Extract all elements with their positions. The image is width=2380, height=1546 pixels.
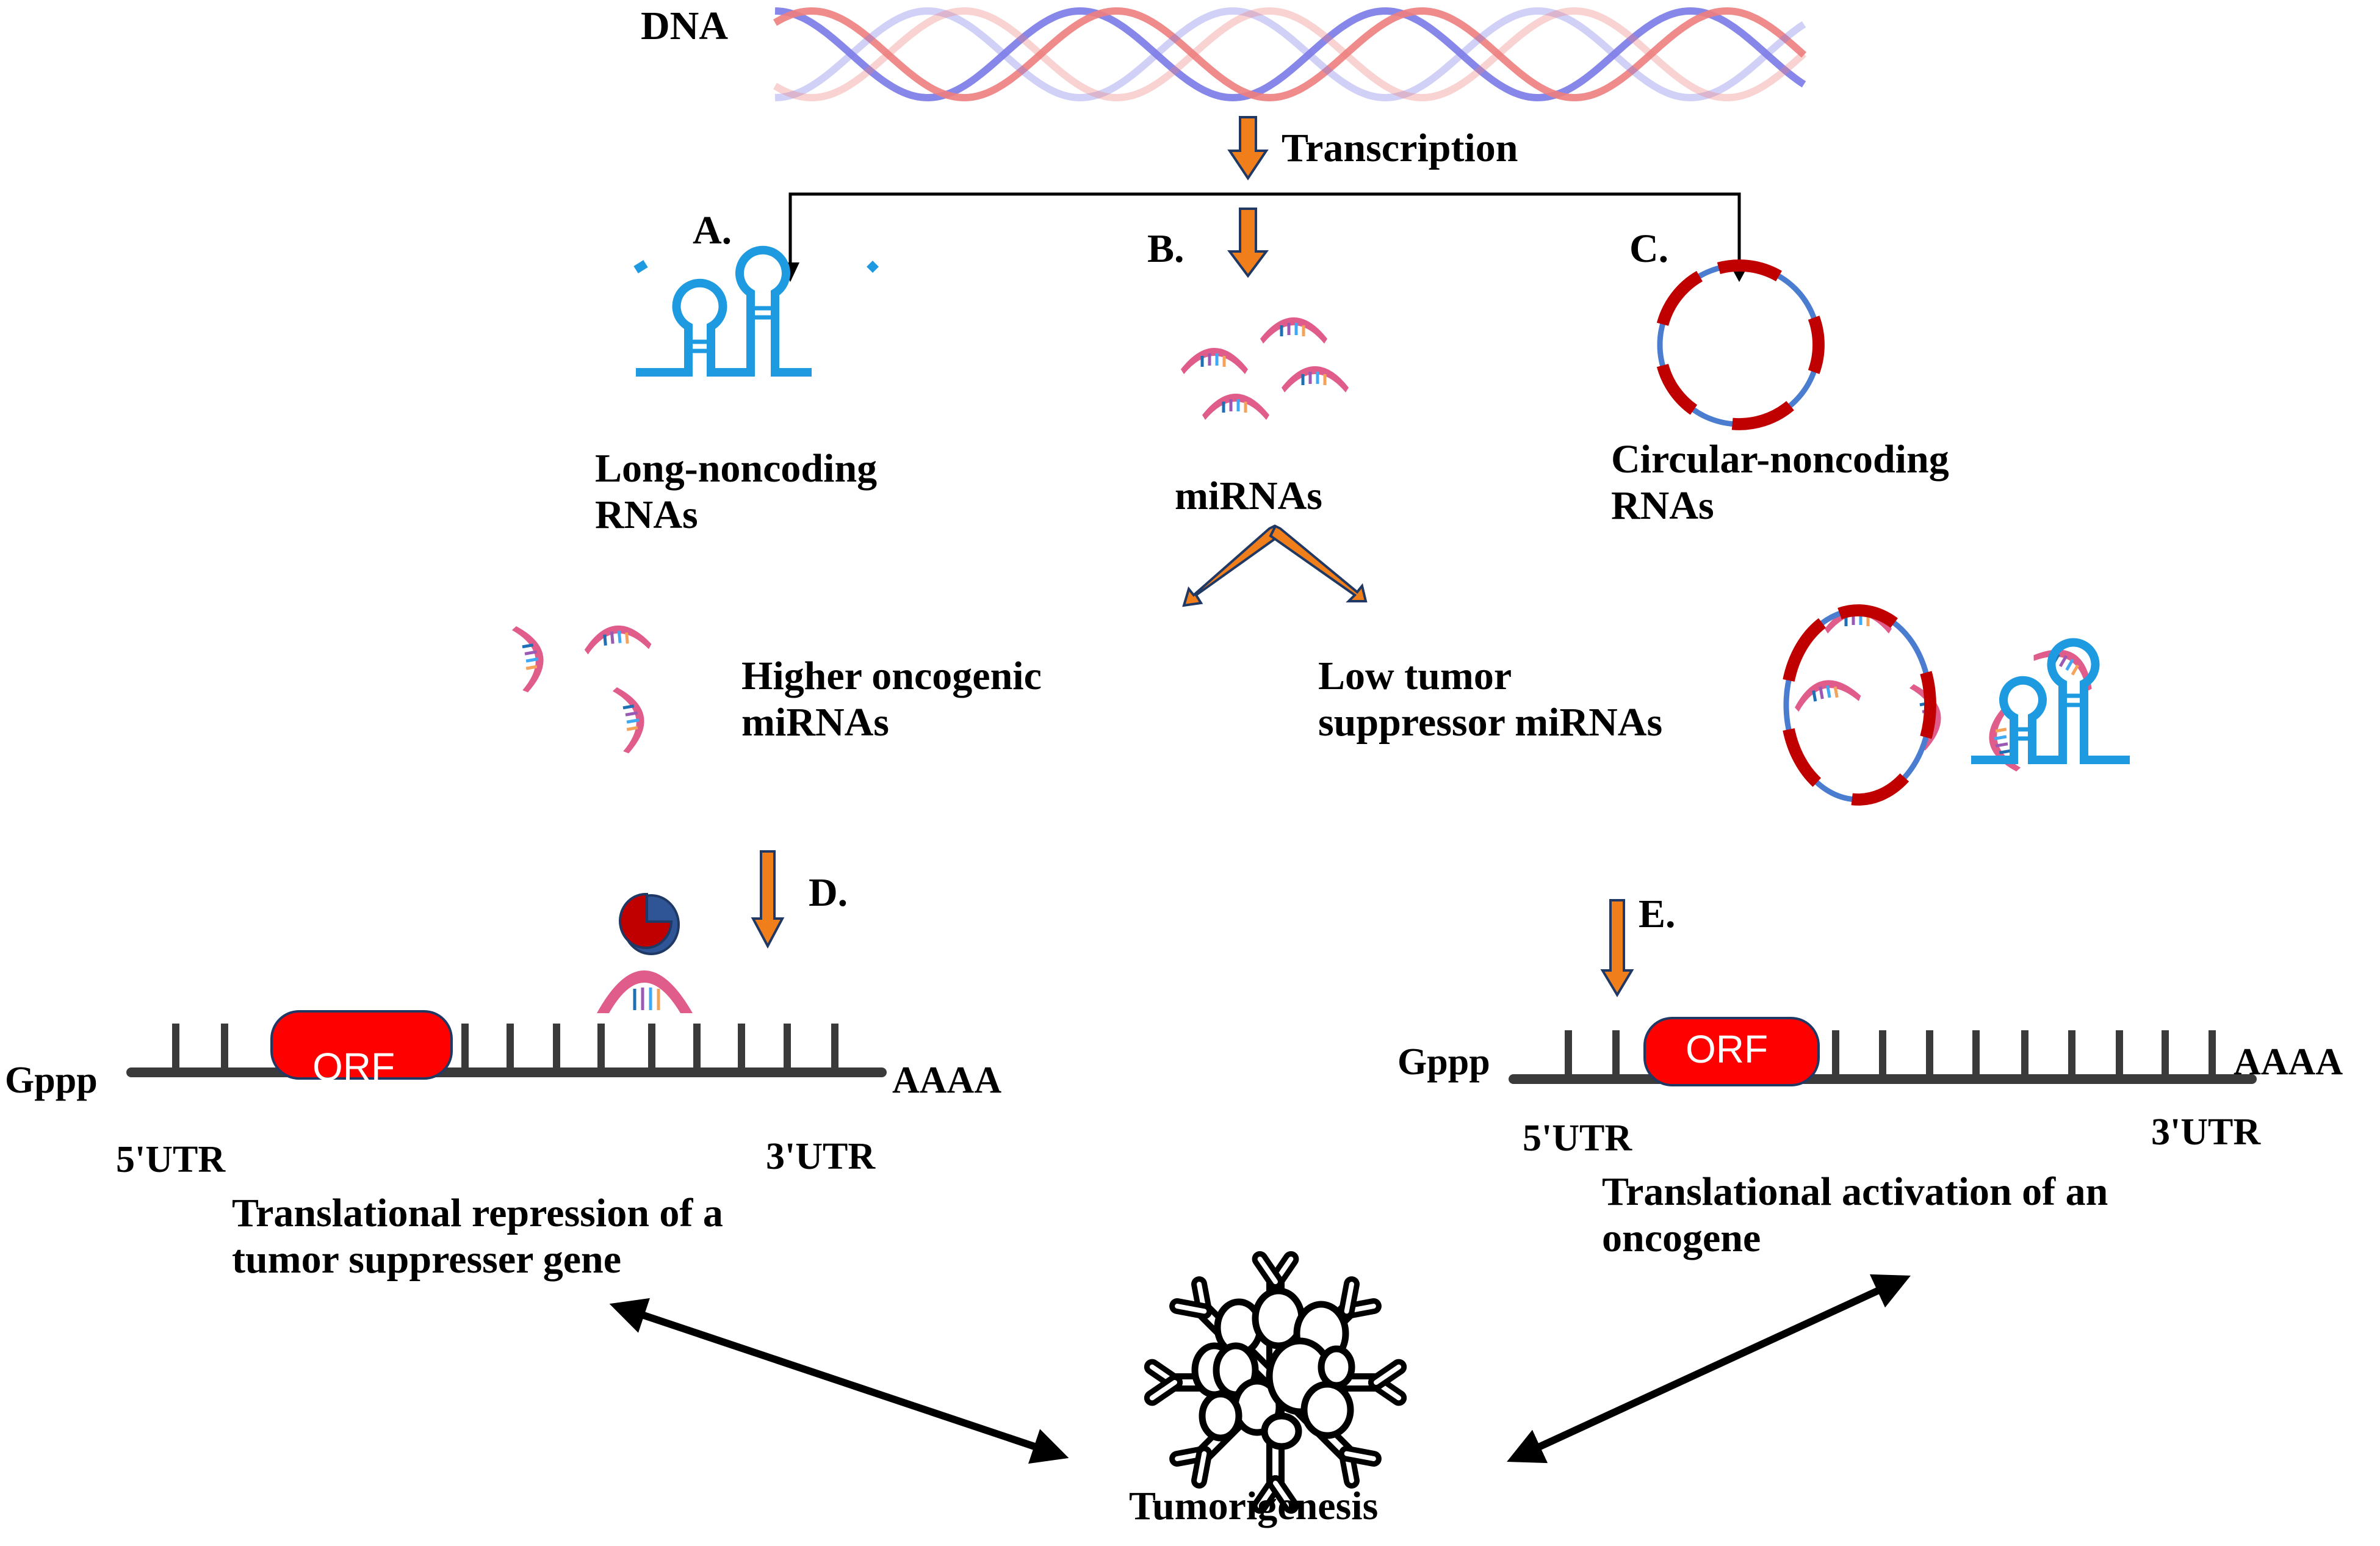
left-utr5-label: 5'UTR: [116, 1139, 226, 1180]
sponge-circrna-icon: [1783, 604, 1946, 806]
mirna-cluster-icon: [1181, 317, 1349, 420]
circ-exon-segment: [1783, 728, 1822, 787]
mirna-arrow-icon: [1227, 208, 1269, 278]
tumor-cluster-icon: [1144, 1251, 1407, 1514]
right-cap-label: Gppp: [1397, 1041, 1490, 1083]
split-arrows-icon: [1182, 524, 1368, 607]
oncogenic-mirna-label: Higher oncogenic miRNAs: [741, 654, 1042, 745]
tumor-fork-inner: [1374, 1364, 1402, 1385]
lncrna-hairpin-icon: [633, 245, 879, 377]
orf-box: [270, 1010, 453, 1080]
mrna-right: [1509, 1017, 2257, 1086]
tumor-cell: [1318, 1345, 1355, 1389]
tumor-suppressor-mirna-label: Low tumor suppressor miRNAs: [1318, 654, 1663, 745]
left-orf-label: ORF: [312, 1045, 395, 1089]
dna-label: DNA: [641, 4, 728, 48]
circ-exon-segment: [1783, 618, 1826, 682]
branch-c-letter: C.: [1629, 226, 1669, 271]
branch-b-label: miRNAs: [1175, 474, 1322, 518]
circ-exon-segment: [1808, 316, 1825, 374]
dna-strand: [773, 7, 1807, 102]
left-cap-label: Gppp: [5, 1060, 98, 1101]
right-utr5-label: 5'UTR: [1523, 1118, 1632, 1159]
branch-connector: [781, 192, 1747, 282]
circ-exon-segment: [1656, 270, 1703, 327]
risc-complex-icon: [597, 892, 693, 1013]
tumor-fork-inner: [1273, 1481, 1294, 1509]
circ-exon-segment: [1920, 671, 1936, 739]
step-e-letter: E.: [1639, 892, 1676, 936]
branch-a-label: Long-noncoding RNAs: [595, 446, 878, 537]
dna-helix-icon: [773, 7, 1807, 102]
tumor-cell: [1199, 1390, 1242, 1442]
left-utr3-label: 3'UTR: [766, 1136, 876, 1177]
tumor-cell: [1261, 1412, 1302, 1450]
right-caption: Translational activation of an oncogene: [1602, 1169, 2108, 1260]
circ-exon-segment: [1731, 400, 1794, 430]
dna-strand: [773, 7, 1807, 102]
right-bidirectional-arrow: [1507, 1274, 1911, 1464]
circ-exon-segment: [1837, 604, 1898, 628]
tumor-fork-inner: [1344, 1451, 1376, 1461]
mrna-left: [126, 1010, 887, 1080]
circ-exon-segment: [1656, 363, 1698, 415]
circ-exon-segment: [1851, 773, 1909, 806]
right-orf-label: ORF: [1686, 1027, 1769, 1071]
branch-c-label: Circular-noncoding RNAs: [1611, 437, 1949, 528]
left-caption: Translational repression of a tumor supp…: [232, 1191, 723, 1282]
step-d-letter: D.: [809, 870, 848, 915]
tumor-fork-inner: [1149, 1380, 1177, 1401]
sponge-lncrna-icon: [1791, 637, 2130, 775]
tumor-cell: [1300, 1381, 1354, 1439]
oncogenic-mirna-icon: [511, 623, 652, 754]
step-e-arrow-icon: [1600, 899, 1634, 997]
transcription-label: Transcription: [1282, 126, 1518, 170]
right-utr3-label: 3'UTR: [2151, 1111, 2261, 1153]
tumor-fork-inner: [1344, 1282, 1354, 1314]
step-d-arrow-icon: [751, 850, 785, 949]
circ-exon-segment: [1717, 259, 1782, 282]
transcription-arrow-icon: [1227, 116, 1269, 181]
tumor-fork-inner: [1257, 1256, 1278, 1284]
left-tail-label: AAAA: [892, 1060, 1002, 1101]
tumor-fork-inner: [1175, 1304, 1207, 1314]
circrna-icon: [1656, 259, 1825, 430]
left-bidirectional-arrow: [609, 1298, 1069, 1464]
tumorigenesis-label: Tumorigenesis: [1129, 1484, 1379, 1528]
branch-b-letter: B.: [1147, 226, 1185, 271]
tumor-fork-inner: [1197, 1451, 1207, 1483]
right-tail-label: AAAA: [2234, 1041, 2343, 1083]
dna-strand: [774, 7, 1806, 102]
branch-a-letter: A.: [693, 208, 732, 253]
orf-box: [1643, 1017, 1820, 1086]
